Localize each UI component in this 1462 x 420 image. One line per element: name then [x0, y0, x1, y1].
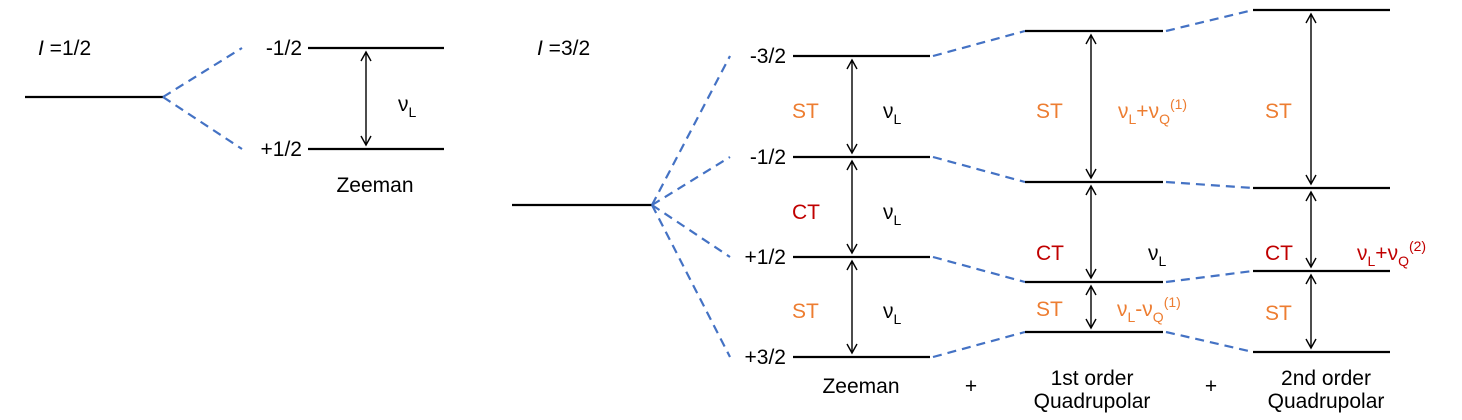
nu-symbol: ν [883, 100, 894, 123]
splitting-line-m-plus-1-2 [651, 204, 731, 258]
zeeman-column: ST CT ST νL νL νL [792, 54, 930, 359]
stage-label-first-order-line2: Quadrupolar [1034, 390, 1151, 413]
nu-subscript: L [409, 104, 417, 120]
connector-2-plus-3-2 [1165, 330, 1254, 354]
nu-subscript: L [1368, 253, 1376, 269]
spin-three-halves-label: I =3/2 [537, 37, 590, 60]
st-label-second-order-lower: ST [1265, 302, 1292, 325]
nu-subscript: Q [1398, 253, 1409, 269]
nu-l-plus-nu-q2-label: νL+νQ(2) [1357, 238, 1426, 269]
nu-subscript: L [1129, 111, 1137, 127]
ct-label-zeeman: CT [792, 201, 820, 224]
nu-subscript: L [894, 311, 902, 327]
nu-l-plus-nu-q1-label: νL+νQ(1) [1118, 96, 1187, 127]
splitting-line-m-plus-3-2 [651, 204, 731, 358]
st-label-first-order-upper: ST [1036, 100, 1063, 123]
stage-label-second-order-line2: Quadrupolar [1268, 390, 1385, 413]
connector-1-plus-3-2 [932, 330, 1026, 359]
ct-label-first-order: CT [1036, 242, 1064, 265]
nu-l-label-first-order-ct: νL [1148, 242, 1167, 269]
nu-l-minus-nu-q1-label: νL-νQ(1) [1117, 294, 1181, 325]
nu-symbol: ν [1117, 298, 1128, 321]
nu-symbol: ν [883, 201, 894, 224]
level-label-minus-3-2: -3/2 [750, 45, 786, 68]
spin-half-label: I =1/2 [38, 37, 91, 60]
stage-plus-sign-2: + [1205, 375, 1217, 398]
connector-1-minus-3-2 [932, 29, 1026, 58]
nu-subscript: L [1128, 309, 1136, 325]
order-superscript: (2) [1409, 238, 1426, 254]
connector-1-plus-1-2 [932, 255, 1026, 284]
st-label-second-order-upper: ST [1265, 100, 1292, 123]
plus-operator: + [1375, 242, 1387, 265]
second-order-column: ST CT ST νL+νQ(2) [1253, 8, 1426, 354]
minus-operator: - [1135, 298, 1142, 321]
spin-three-halves-panel: I =3/2 -3/2 -1/2 +1/2 +3/2 ST CT ST νL ν… [512, 8, 1426, 413]
nu-subscript: L [894, 212, 902, 228]
stage-label-second-order-line1: 2nd order [1281, 367, 1371, 390]
nu-symbol: ν [1118, 100, 1129, 123]
nu-symbol: ν [1142, 298, 1153, 321]
splitting-line-lower [162, 96, 243, 150]
order-superscript: (1) [1170, 96, 1187, 112]
stage-label-zeeman: Zeeman [822, 375, 899, 398]
nu-symbol: ν [1149, 100, 1160, 123]
nu-symbol: ν [1148, 242, 1159, 265]
level-label-plus-1-2: +1/2 [745, 246, 786, 269]
level-label-plus-half: +1/2 [261, 138, 302, 161]
nu-subscript: Q [1153, 309, 1164, 325]
connector-1-minus-1-2 [932, 155, 1026, 184]
first-order-column: ST CT ST νL+νQ(1) νL νL-νQ(1) [1025, 29, 1187, 334]
nu-symbol: ν [1388, 242, 1399, 265]
nu-l-label-zeeman-upper: νL [883, 100, 902, 127]
spin-half-panel: I =1/2 -1/2 +1/2 νL Zeeman [25, 37, 444, 197]
nu-symbol: ν [398, 93, 409, 116]
st-label-zeeman-upper: ST [792, 100, 819, 123]
splitting-line-upper [162, 47, 243, 98]
st-label-first-order-lower: ST [1036, 298, 1063, 321]
spin-value: =1/2 [44, 37, 91, 60]
nu-l-label-zeeman-lower: νL [883, 300, 902, 327]
nu-symbol: ν [883, 300, 894, 323]
spin-value: =3/2 [543, 37, 590, 60]
larmor-frequency-label: νL [398, 93, 417, 120]
zeeman-label: Zeeman [336, 174, 413, 197]
level-label-minus-half: -1/2 [266, 37, 302, 60]
connector-2-minus-1-2 [1165, 180, 1254, 190]
st-label-zeeman-lower: ST [792, 300, 819, 323]
nu-subscript: Q [1159, 111, 1170, 127]
splitting-line-m-minus-1-2 [651, 156, 731, 206]
connector-2-minus-3-2 [1165, 8, 1254, 33]
splitting-line-m-minus-3-2 [651, 55, 731, 206]
spin-symbol: I [537, 37, 543, 60]
nu-subscript: L [1159, 253, 1167, 269]
nu-symbol: ν [1357, 242, 1368, 265]
connector-2-plus-1-2 [1165, 269, 1254, 284]
spin-symbol: I [38, 37, 44, 60]
nu-l-label-zeeman-ct: νL [883, 201, 902, 228]
ct-label-second-order: CT [1265, 242, 1293, 265]
stage-plus-sign-1: + [965, 375, 977, 398]
plus-operator: + [1136, 100, 1148, 123]
level-label-plus-3-2: +3/2 [745, 346, 786, 369]
stage-label-first-order-line1: 1st order [1051, 367, 1134, 390]
level-label-minus-1-2: -1/2 [750, 146, 786, 169]
order-superscript: (1) [1164, 294, 1181, 310]
nu-subscript: L [894, 111, 902, 127]
